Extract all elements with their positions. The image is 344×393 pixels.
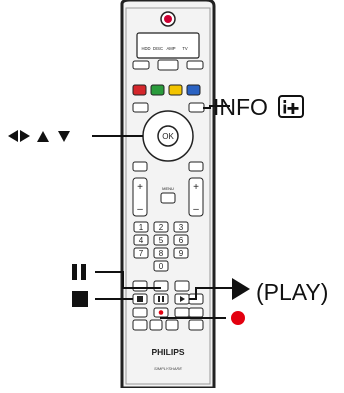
number-key-label: 5: [159, 236, 164, 245]
transport-buttons: [132, 280, 204, 331]
number-key-7[interactable]: [133, 247, 149, 259]
volume-rocker[interactable]: [132, 177, 148, 217]
plus-label-right: +: [193, 182, 199, 193]
number-key-label: 8: [159, 249, 164, 258]
number-key-6[interactable]: [173, 234, 189, 246]
channel-rocker[interactable]: [188, 177, 204, 217]
plus-label-left: +: [137, 182, 143, 193]
setup-row: [132, 59, 204, 71]
number-key-4[interactable]: [133, 234, 149, 246]
number-key-9[interactable]: [173, 247, 189, 259]
color-key-1[interactable]: [132, 84, 147, 96]
number-keypad: 1 2 3 4 5 6 7 8 9 0: [133, 221, 189, 272]
stop-callout: [72, 291, 88, 307]
color-key-3[interactable]: [168, 84, 183, 96]
number-key-2[interactable]: [153, 221, 169, 233]
color-key-2[interactable]: [150, 84, 165, 96]
minus-label-right: –: [193, 204, 199, 215]
source-button-amp[interactable]: AMP: [166, 46, 175, 51]
number-key-8[interactable]: [153, 247, 169, 259]
menu-button[interactable]: [160, 192, 176, 204]
minus-label-left: –: [137, 204, 143, 215]
navigation-pad[interactable]: [142, 110, 194, 162]
menu-label: MENU: [162, 186, 174, 191]
number-key-1[interactable]: [133, 221, 149, 233]
info-button[interactable]: [188, 102, 205, 113]
pause-button[interactable]: [153, 293, 169, 305]
info-callout-label: INFO: [213, 94, 268, 120]
source-button-hdd[interactable]: HDD: [141, 46, 150, 51]
brand-logo: PHILIPS: [151, 347, 184, 357]
color-key-4[interactable]: [186, 84, 201, 96]
play-callout-label: (PLAY): [256, 279, 329, 305]
ok-label: OK: [162, 132, 174, 141]
number-key-0[interactable]: [153, 260, 169, 272]
sub-logo: SIMPLYSHARE: [154, 366, 182, 371]
number-key-label: 7: [139, 249, 144, 258]
number-key-label: 6: [179, 236, 184, 245]
nav-arrows-callout: [8, 130, 70, 142]
number-key-label: 3: [179, 223, 184, 232]
pause-callout: [72, 264, 86, 280]
number-key-label: 4: [139, 236, 144, 245]
play-callout-arrow: [232, 278, 250, 300]
source-button-disc[interactable]: DISC: [153, 46, 163, 51]
ok-button[interactable]: [157, 125, 179, 147]
number-key-label: 2: [159, 223, 164, 232]
info-plus-icon: [278, 95, 304, 118]
number-key-5[interactable]: [153, 234, 169, 246]
number-key-3[interactable]: [173, 221, 189, 233]
number-key-label: 1: [139, 223, 144, 232]
power-button[interactable]: [160, 11, 176, 27]
number-key-label: 0: [159, 262, 164, 271]
source-button-tv[interactable]: TV: [182, 46, 188, 51]
callout-lines: [92, 105, 232, 319]
record-callout-dot: [231, 311, 245, 325]
number-key-label: 9: [179, 249, 184, 258]
color-keys: [132, 84, 201, 96]
